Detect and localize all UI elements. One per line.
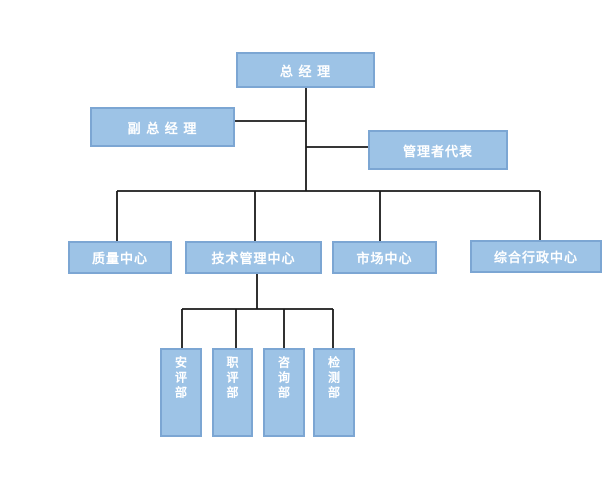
node-management-representative[interactable]: 管理者代表 bbox=[368, 130, 508, 170]
node-deputy-general-manager[interactable]: 副 总 经 理 bbox=[90, 107, 235, 147]
node-quality-center[interactable]: 质量中心 bbox=[68, 241, 172, 274]
node-safety-assessment-dept-label: 安评部 bbox=[173, 356, 188, 401]
node-occupational-assessment-dept-label: 职评部 bbox=[225, 356, 239, 401]
node-general-manager-label: 总 经 理 bbox=[279, 63, 332, 79]
node-testing-dept-label: 检测部 bbox=[326, 356, 341, 401]
node-market-center[interactable]: 市场中心 bbox=[332, 241, 437, 274]
node-consulting-dept-label: 咨询部 bbox=[276, 356, 291, 401]
node-occupational-assessment-dept[interactable]: 职评部 bbox=[212, 348, 253, 437]
node-quality-center-label: 质量中心 bbox=[91, 251, 148, 266]
node-deputy-general-manager-label: 副 总 经 理 bbox=[127, 120, 198, 136]
node-safety-assessment-dept[interactable]: 安评部 bbox=[160, 348, 202, 437]
node-technical-management-center-label: 技术管理中心 bbox=[211, 251, 296, 266]
node-general-administration-center[interactable]: 综合行政中心 bbox=[470, 240, 602, 273]
node-management-representative-label: 管理者代表 bbox=[402, 143, 473, 159]
node-technical-management-center[interactable]: 技术管理中心 bbox=[185, 241, 322, 274]
node-general-manager[interactable]: 总 经 理 bbox=[236, 52, 375, 88]
node-consulting-dept[interactable]: 咨询部 bbox=[263, 348, 305, 437]
node-testing-dept[interactable]: 检测部 bbox=[313, 348, 355, 437]
node-market-center-label: 市场中心 bbox=[356, 251, 413, 266]
node-general-administration-center-label: 综合行政中心 bbox=[493, 250, 578, 265]
